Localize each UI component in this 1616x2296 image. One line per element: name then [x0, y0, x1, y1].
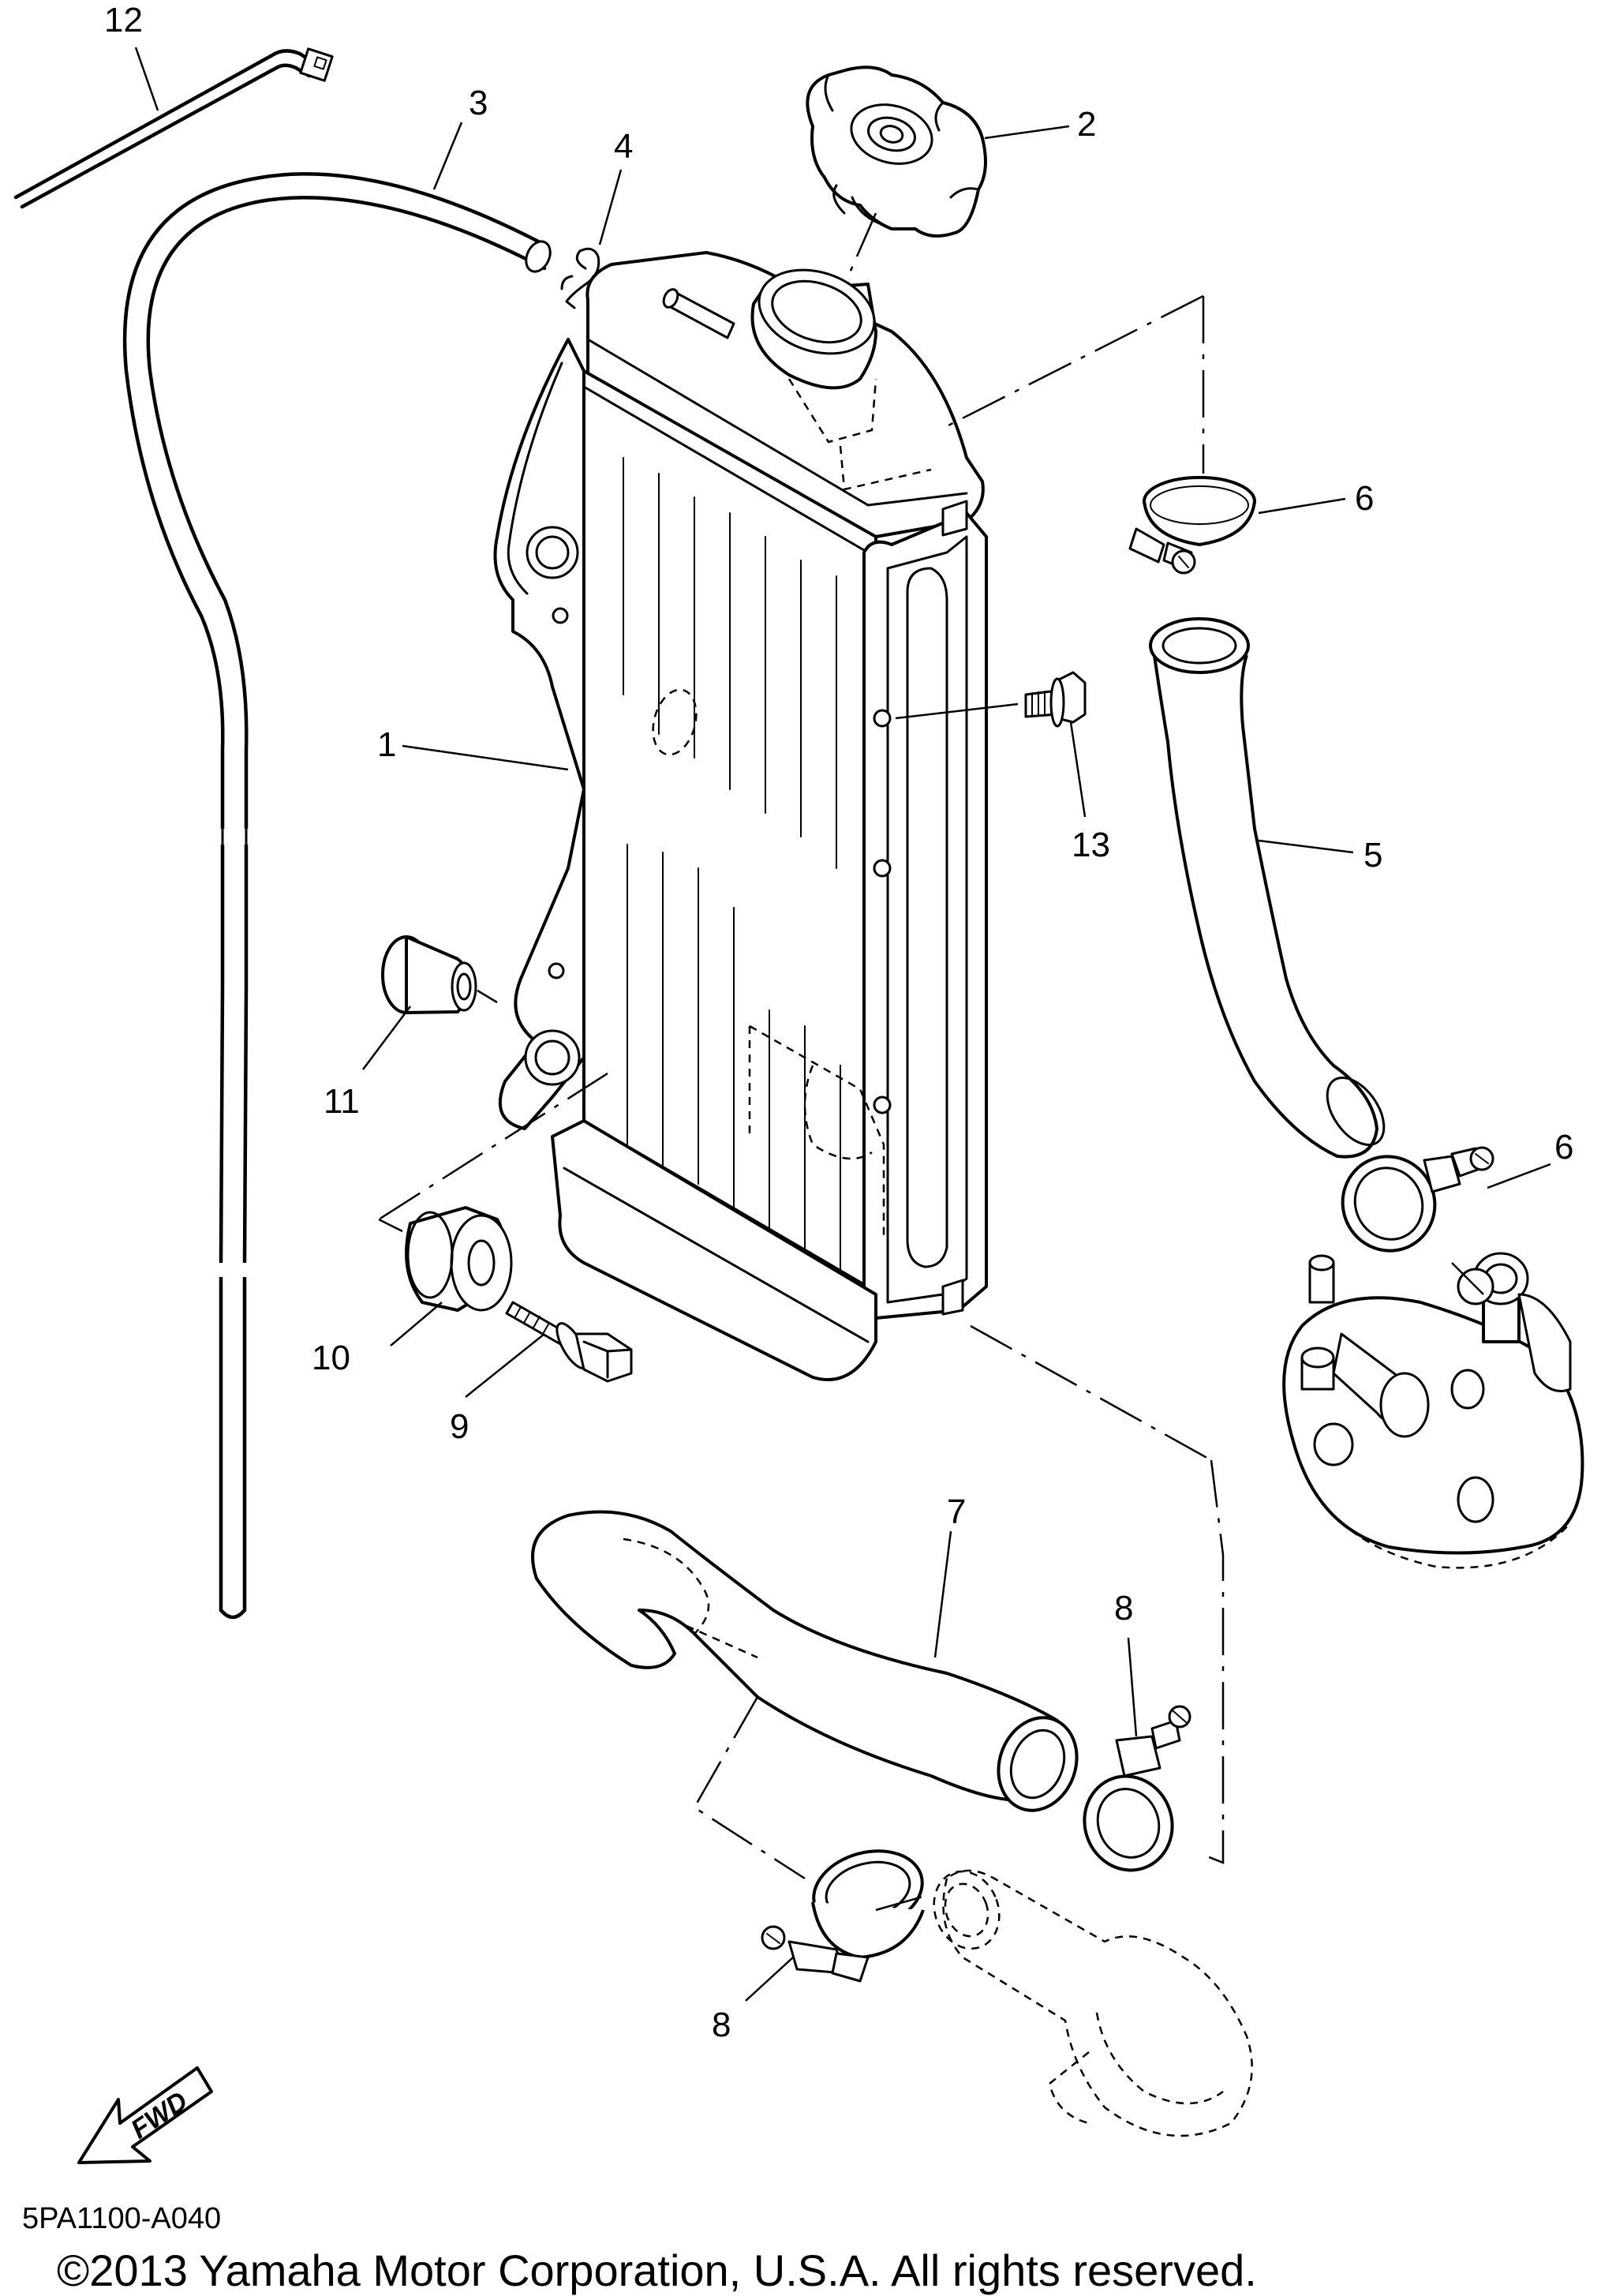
- part-1-radiator: [493, 251, 988, 1381]
- part-11-collar: [381, 935, 498, 1014]
- water-pump-housing: [933, 1869, 1253, 2137]
- part-13-bolt: [895, 671, 1087, 728]
- callout-7: 7: [947, 1493, 966, 1531]
- part-10-grommet: [405, 1206, 513, 1312]
- part-4-clip: [560, 247, 600, 309]
- leader-lines: [134, 47, 1551, 2002]
- callout-6-lower: 6: [1554, 1128, 1573, 1167]
- part-3-breather-hose: [122, 172, 552, 1620]
- diagram-code: 5PA1100-A040: [22, 2202, 221, 2235]
- part-2-radiator-cap: [806, 66, 987, 340]
- callout-9: 9: [450, 1407, 469, 1446]
- callout-5: 5: [1364, 836, 1382, 875]
- part-6-clamp-lower: [1341, 1146, 1494, 1253]
- callout-8-lower: 8: [712, 2006, 731, 2044]
- part-5-upper-hose: [1149, 617, 1386, 1159]
- part-8-clamp-lower: [761, 1849, 925, 1983]
- callout-3: 3: [469, 84, 488, 122]
- callout-8-right: 8: [1114, 1589, 1133, 1627]
- center-lines: [378, 294, 1484, 1912]
- copyright-notice: ©2013 Yamaha Motor Corporation, U.S.A. A…: [57, 2245, 1257, 2295]
- part-8-clamp-right: [1083, 1705, 1191, 1872]
- part-9-bolt: [505, 1301, 633, 1383]
- callout-10: 10: [312, 1339, 350, 1377]
- callout-4: 4: [614, 127, 633, 166]
- part-12-tube-guide: [13, 47, 334, 209]
- callout-13: 13: [1072, 826, 1110, 864]
- callout-6-upper: 6: [1355, 479, 1374, 518]
- callout-1: 1: [377, 725, 396, 764]
- water-pump-cover: [1282, 1252, 1584, 1569]
- callout-labels: 12 3 4 2 6 1 13 5 11 6 10 9 7 8 8: [104, 1, 1573, 2044]
- callout-12: 12: [104, 1, 143, 39]
- part-7-lower-hose: [531, 1510, 1079, 1812]
- fwd-arrow: FWD: [77, 2066, 213, 2164]
- part-6-clamp-upper: [1128, 476, 1256, 575]
- callout-11: 11: [324, 1082, 360, 1121]
- callout-2: 2: [1077, 105, 1096, 144]
